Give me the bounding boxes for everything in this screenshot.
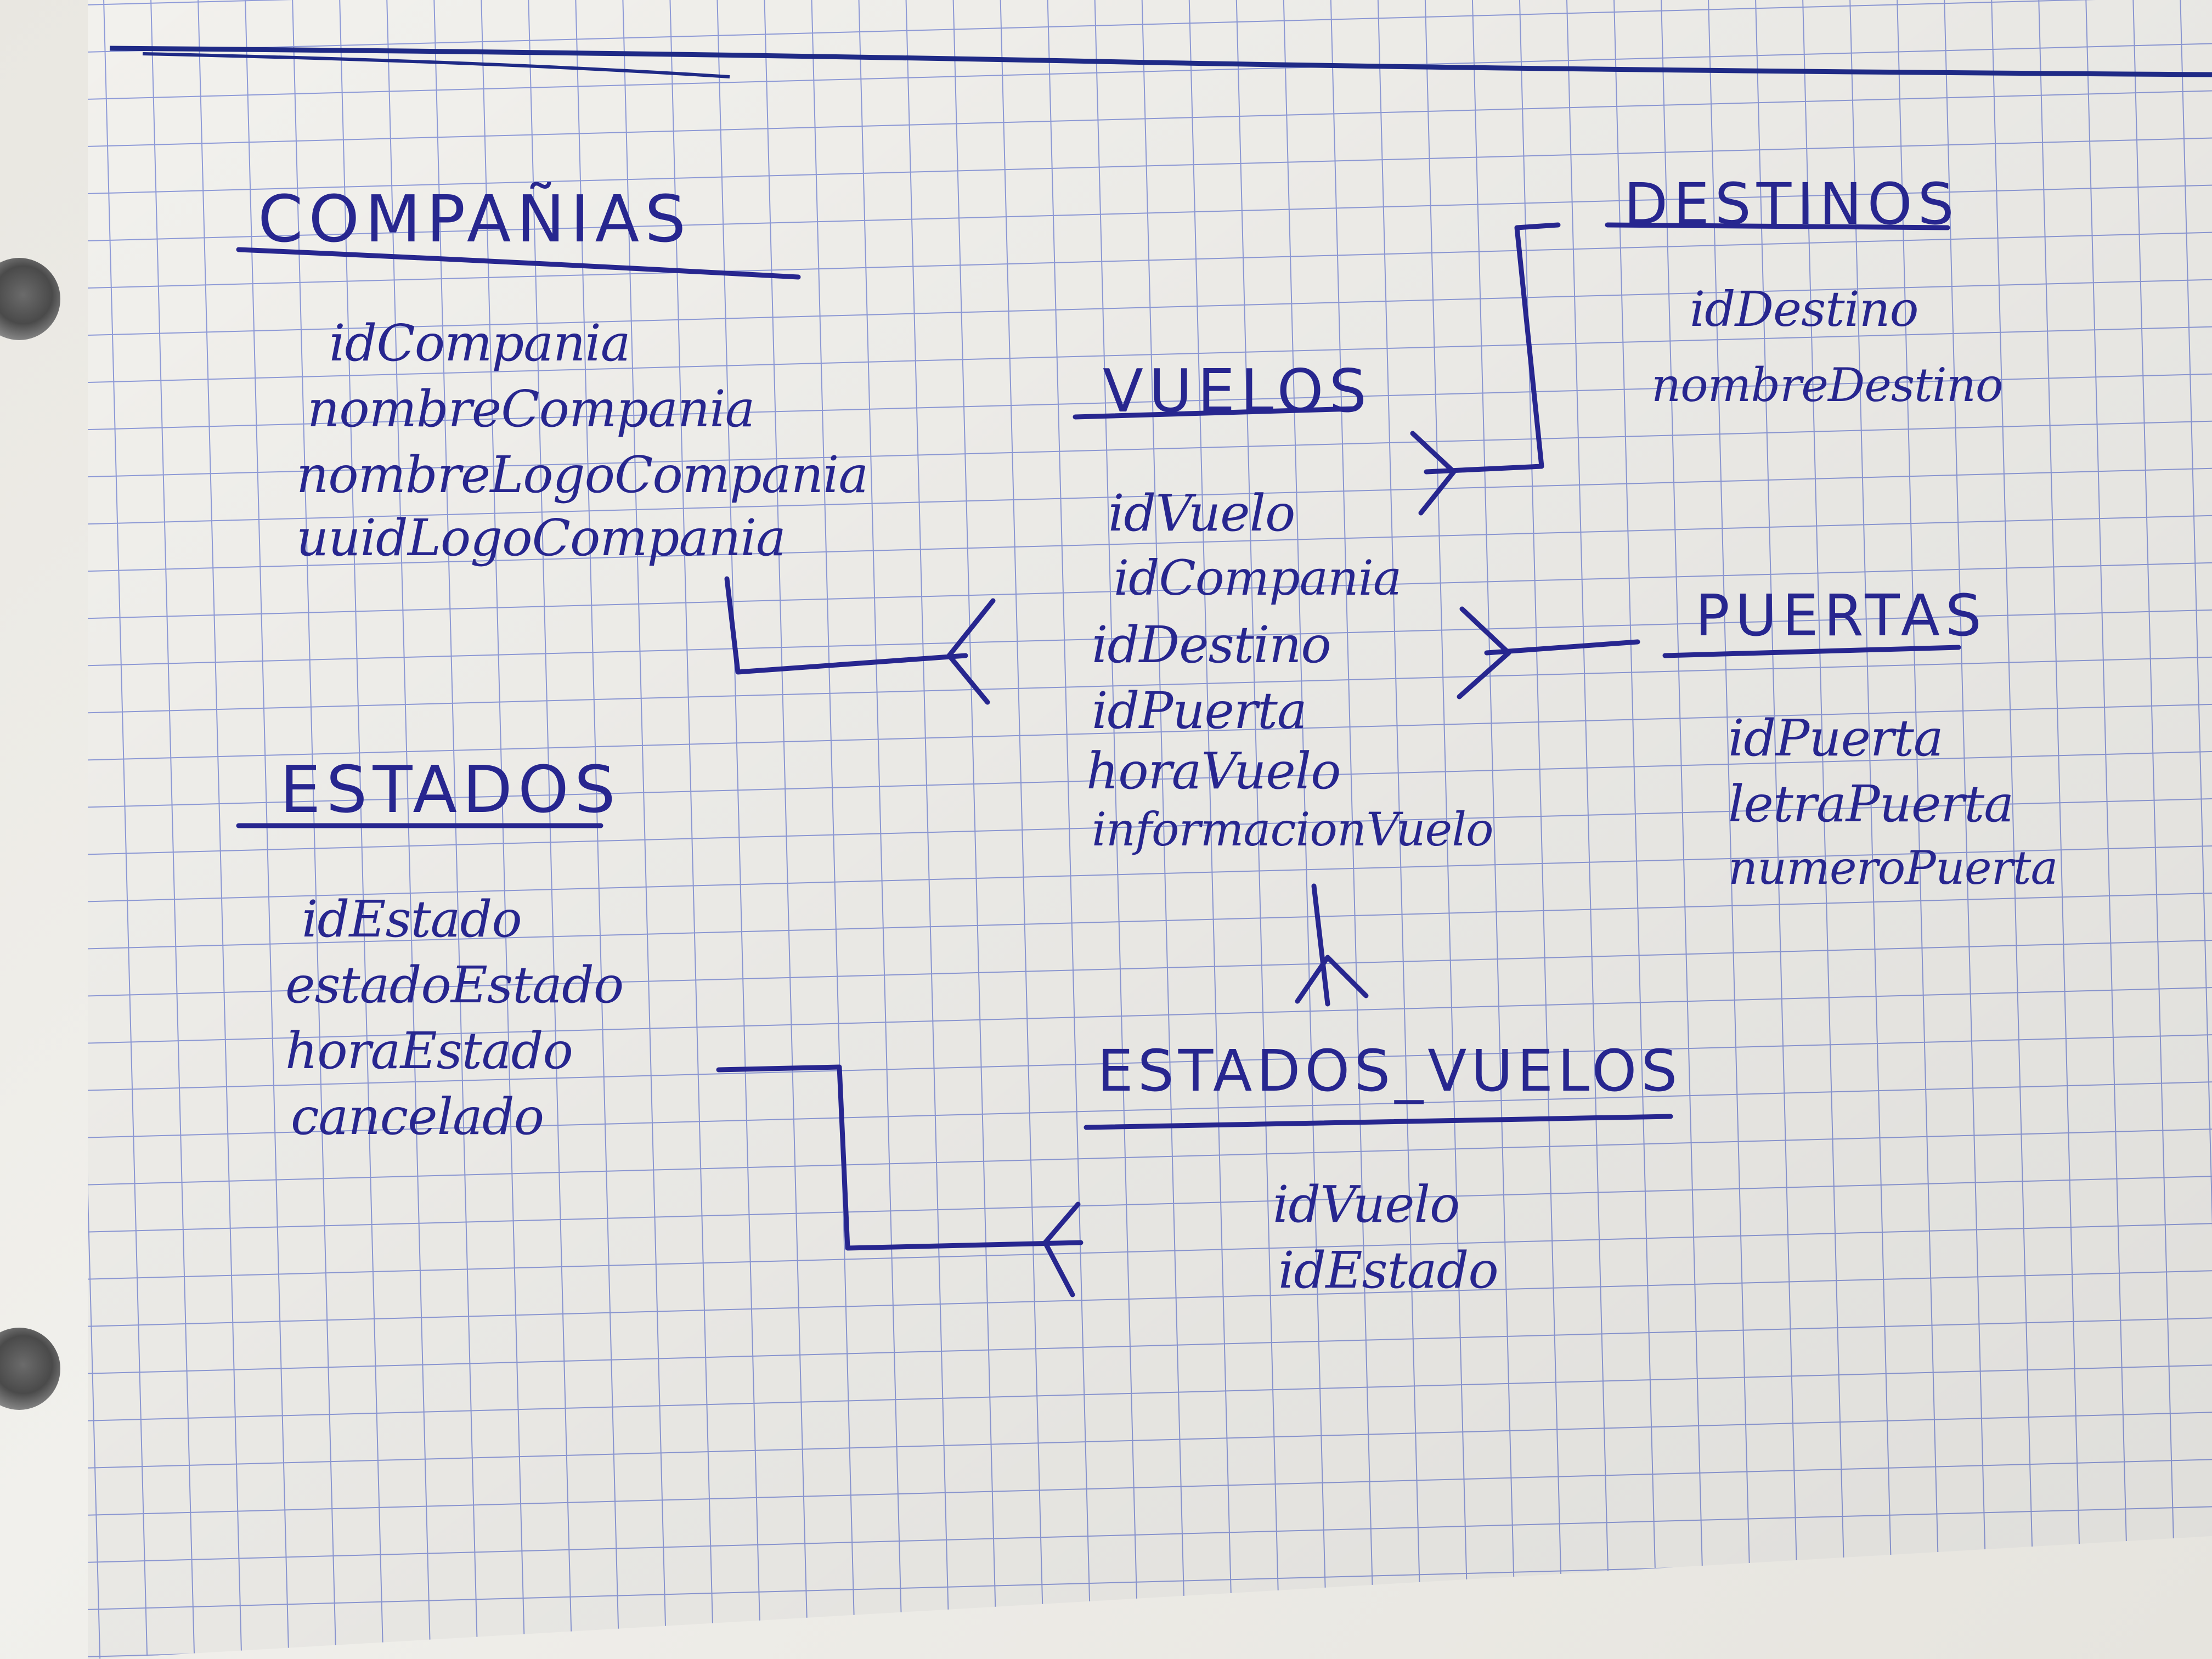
attr-vuelos-3: idPuerta (1092, 681, 1307, 740)
crowfoot-destinos-vuelos (1410, 431, 1457, 516)
rel-vuelos-estados-vuelos (1311, 883, 1330, 1007)
attr-companias-0: idCompania (329, 314, 631, 373)
crowfoot-puertas-vuelos (1457, 606, 1511, 699)
entity-title-estados-vuelos: ESTADOS_VUELOS (1097, 1037, 1682, 1104)
crowfoot-estados-estados-vuelos (1042, 1201, 1081, 1297)
attr-companias-2: nombreLogoCompania (296, 445, 868, 504)
underline-vuelos (1073, 406, 1358, 420)
rel-companias-vuelos (724, 576, 968, 675)
rel-puertas-vuelos (1484, 639, 1640, 656)
attr-vuelos-0: idVuelo (1108, 484, 1295, 543)
attr-puertas-1: letraPuerta (1728, 775, 2014, 833)
attr-puertas-0: idPuerta (1728, 709, 1944, 768)
attr-vuelos-5: informacionVuelo (1092, 803, 1494, 856)
rel-estados-estados-vuelos (716, 1064, 1084, 1251)
crowfoot-companias-vuelos (946, 598, 996, 705)
attr-estados-1: estadoEstado (285, 956, 624, 1014)
attr-estados-0: idEstado (302, 890, 522, 949)
underline-estados-vuelos (1084, 1114, 1673, 1130)
attr-estados-vuelos-0: idVuelo (1273, 1175, 1460, 1234)
underline-companias (236, 247, 801, 280)
attr-estados-3: cancelado (291, 1087, 544, 1146)
rel-destinos-vuelos (1424, 222, 1561, 475)
attr-vuelos-1: idCompania (1114, 550, 1402, 606)
attr-vuelos-2: idDestino (1092, 616, 1331, 674)
attr-destinos-1: nombreDestino (1651, 358, 2003, 412)
attr-puertas-2: numeroPuerta (1728, 841, 2058, 895)
entity-title-puertas: PUERTAS (1695, 582, 1987, 649)
underline-puertas (1662, 645, 1961, 658)
attr-estados-2: horaEstado (285, 1022, 573, 1080)
attr-companias-3: uuidLogoCompania (296, 509, 786, 567)
entity-title-companias: COMPAÑIAS (258, 181, 692, 257)
attr-destinos-0: idDestino (1690, 281, 1918, 337)
attr-vuelos-4: horaVuelo (1086, 742, 1341, 800)
attr-companias-1: nombreCompania (307, 380, 755, 438)
attr-estados-vuelos-1: idEstado (1278, 1241, 1499, 1300)
entity-title-estados: ESTADOS (280, 752, 621, 827)
crowfoot-vuelos-estados-vuelos (1295, 955, 1369, 1004)
underline-destinos (1605, 222, 1950, 230)
